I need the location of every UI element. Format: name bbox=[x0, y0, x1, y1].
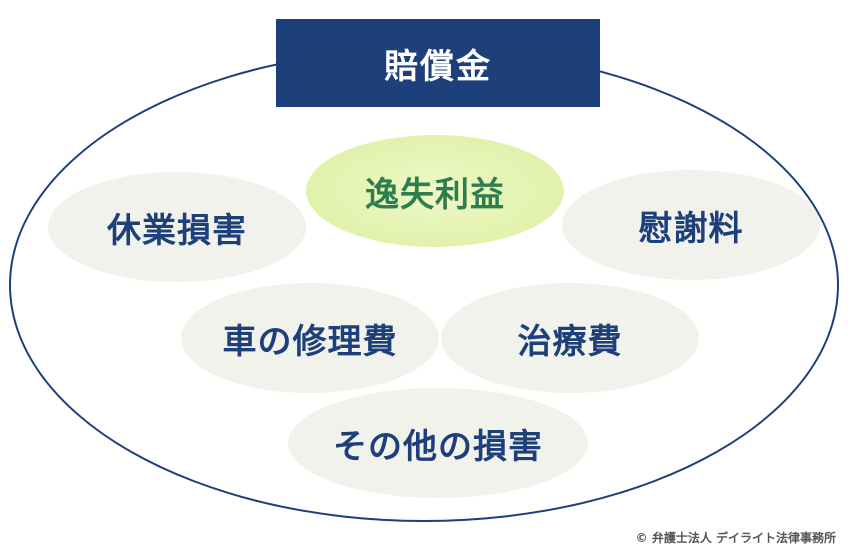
bubble-consolation: 慰謝料 bbox=[562, 170, 820, 280]
bubble-car-repair: 車の修理費 bbox=[181, 283, 439, 393]
copyright-text: © 弁護士法人 デイライト法律事務所 bbox=[635, 531, 836, 545]
bubble-label: 車の修理費 bbox=[222, 321, 398, 362]
bubble-label: 治療費 bbox=[517, 321, 623, 362]
bubble-other: その他の損害 bbox=[288, 388, 588, 498]
bubble-label: 慰謝料 bbox=[638, 208, 744, 249]
bubble-label: その他の損害 bbox=[333, 426, 543, 467]
bubble-label: 逸失利益 bbox=[365, 174, 505, 215]
bubble-medical: 治療費 bbox=[441, 283, 699, 393]
title-text: 賠償金 bbox=[384, 46, 492, 87]
title-box: 賠償金 bbox=[276, 19, 600, 107]
bubble-lost-wages: 休業損害 bbox=[48, 172, 306, 282]
bubble-lost-profits: 逸失利益 bbox=[306, 135, 564, 247]
bubble-label: 休業損害 bbox=[107, 210, 247, 251]
